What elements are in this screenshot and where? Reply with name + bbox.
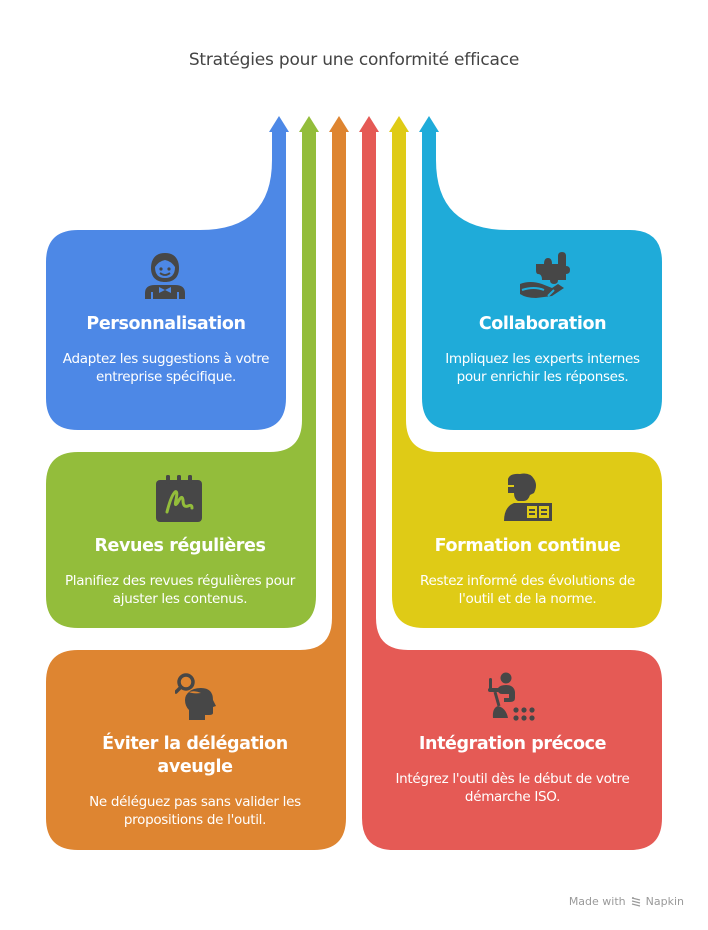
- arrow-yellow: [389, 116, 662, 628]
- arrow-cyan: [419, 116, 662, 430]
- arrowhead-blue: [269, 116, 289, 132]
- card-title: Éviter la délégation aveugle: [102, 734, 288, 777]
- card-title: Formation continue: [434, 536, 621, 556]
- card-shape-integration: [362, 132, 662, 850]
- card-description: Planifiez des revues régulières pour aju…: [64, 573, 296, 607]
- arrowhead-green: [299, 116, 319, 132]
- napkin-logo-icon: [631, 896, 640, 907]
- calendar-signature-icon: [156, 475, 202, 522]
- card-personnalisation: Personnalisation Adaptez les suggestions…: [60, 313, 272, 386]
- card-title: Personnalisation: [86, 314, 246, 334]
- person-sweeping-icon: [488, 672, 535, 721]
- card-collaboration: Collaboration Impliquez les experts inte…: [440, 313, 645, 386]
- head-magnifier-icon: [175, 673, 216, 720]
- arrow-green: [46, 116, 319, 628]
- card-shape-revues: [46, 132, 316, 628]
- page-title: Stratégies pour une conformité efficace: [188, 50, 520, 70]
- card-description: Adaptez les suggestions à votre entrepri…: [62, 351, 270, 385]
- card-shape-formation: [392, 132, 662, 628]
- made-with-label: Made with: [568, 895, 626, 908]
- footer-credit: Made with Napkin: [569, 895, 684, 908]
- card-shape-delegation: [46, 132, 346, 850]
- card-shape-collaboration: [422, 132, 662, 430]
- napkin-brand: Napkin: [645, 895, 684, 908]
- hand-puzzle-icon: [520, 252, 570, 298]
- card-description: Intégrez l'outil dès le début de votre d…: [395, 771, 630, 805]
- waiter-person-icon: [145, 253, 185, 299]
- card-description: Restez informé des évolutions de l'outil…: [420, 573, 635, 607]
- arrow-orange: [46, 116, 349, 850]
- card-formation: Formation continue Restez informé des év…: [410, 535, 645, 608]
- card-description: Impliquez les experts internes pour enri…: [445, 351, 640, 385]
- card-delegation: Éviter la délégation aveugle Ne déléguez…: [70, 733, 320, 829]
- arrowhead-orange: [329, 116, 349, 132]
- card-integration: Intégration précoce Intégrez l'outil dès…: [380, 733, 645, 806]
- card-title: Intégration précoce: [418, 734, 607, 754]
- card-description: Ne déléguez pas sans valider les proposi…: [89, 794, 301, 828]
- person-reading-book-icon: [504, 473, 552, 521]
- arrowhead-cyan: [419, 116, 439, 132]
- arrowhead-yellow: [389, 116, 409, 132]
- arrowhead-red: [359, 116, 379, 132]
- card-title: Revues régulières: [94, 536, 266, 556]
- arrow-red: [359, 116, 662, 850]
- card-revues: Revues régulières Planifiez des revues r…: [60, 535, 300, 608]
- card-title: Collaboration: [478, 314, 607, 334]
